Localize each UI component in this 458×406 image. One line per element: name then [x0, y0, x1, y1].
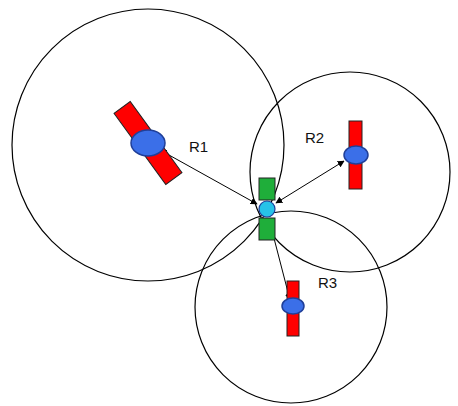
receiver-panel [259, 218, 275, 240]
range-label: R2 [305, 130, 324, 145]
receiver-body [259, 201, 275, 217]
satellite-body [131, 130, 165, 156]
range-arrow [276, 161, 344, 203]
satellite-body [344, 146, 368, 164]
range-circle [12, 9, 284, 281]
satellite-body [282, 298, 304, 314]
range-label: R1 [189, 139, 208, 154]
range-circle [195, 211, 387, 403]
satellite [114, 102, 182, 185]
range-label: R3 [318, 275, 337, 290]
range-circle [250, 72, 450, 272]
receiver-panel [259, 178, 275, 200]
